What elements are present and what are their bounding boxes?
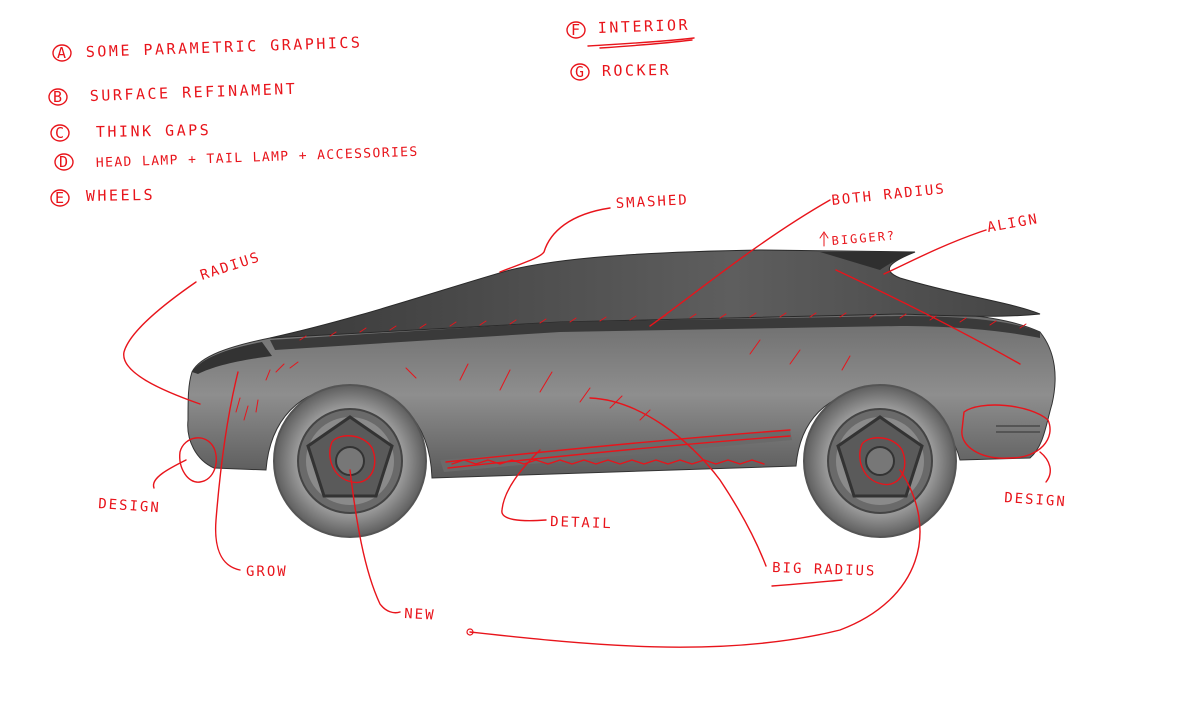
design-rear-leader	[1039, 451, 1051, 483]
label-design-front: DESIGN	[98, 496, 162, 516]
note-c-letter: C	[55, 124, 67, 142]
detail-leader	[501, 449, 547, 522]
big-radius-underline	[771, 579, 843, 587]
rear-wheel	[803, 384, 957, 538]
note-e-letter: E	[55, 189, 67, 207]
label-bigger: BIGGER?	[831, 228, 897, 248]
interior-underline	[587, 37, 695, 49]
front-hub-sketch	[329, 435, 376, 484]
note-f-text: INTERIOR	[598, 16, 691, 37]
leader-end-dot	[466, 628, 474, 636]
note-c-text: THINK GAPS	[96, 121, 212, 141]
label-design-rear: DESIGN	[1004, 490, 1068, 510]
label-new: NEW	[404, 606, 436, 624]
front-nose	[192, 342, 272, 374]
smashed-leader	[499, 207, 611, 273]
label-align: ALIGN	[986, 211, 1040, 236]
front-design-circle	[179, 437, 218, 483]
bigger-arrow	[819, 231, 829, 247]
note-c: C THINK GAPS	[50, 121, 212, 142]
front-wheel	[273, 384, 427, 538]
note-b-text: SURFACE REFINAMENT	[90, 80, 298, 105]
label-detail: DETAIL	[550, 514, 613, 532]
design-front-leader	[152, 459, 187, 489]
rear-design-circle	[961, 404, 1051, 459]
rocker-sketch	[445, 429, 791, 469]
both-radius-leader	[649, 199, 831, 327]
new-leader	[349, 469, 401, 614]
big-radius-leader	[589, 397, 767, 567]
label-radius: RADIUS	[198, 249, 262, 284]
align-line	[835, 269, 1021, 365]
label-big-radius: BIG RADIUS	[772, 560, 877, 580]
note-f: F INTERIOR	[566, 16, 695, 49]
car-greenhouse	[269, 249, 1041, 339]
note-e: E WHEELS	[50, 186, 155, 207]
note-b: B SURFACE REFINAMENT	[48, 80, 298, 106]
notes-list-right: F INTERIOR G ROCKER	[566, 16, 695, 81]
note-d: D HEAD LAMP + TAIL LAMP + ACCESSORIES	[54, 145, 419, 171]
note-d-text: HEAD LAMP + TAIL LAMP + ACCESSORIES	[96, 145, 419, 171]
align-leader	[883, 229, 987, 275]
label-smashed: SMASHED	[615, 192, 689, 212]
note-d-letter: D	[59, 153, 71, 171]
beltline-ticks	[299, 312, 1027, 341]
note-f-letter: F	[571, 21, 583, 39]
radius-leader	[123, 281, 201, 405]
grow-leader	[214, 371, 241, 571]
tail-lamp	[996, 425, 1040, 433]
label-both-radius: BOTH RADIUS	[831, 181, 947, 209]
note-g: G ROCKER	[570, 61, 671, 81]
note-a-text: SOME PARAMETRIC GRAPHICS	[86, 33, 363, 61]
fender-hatching	[235, 361, 299, 421]
note-b-letter: B	[53, 88, 65, 106]
notes-list-left: A SOME PARAMETRIC GRAPHICS B SURFACE REF…	[48, 33, 419, 207]
note-g-text: ROCKER	[602, 61, 671, 80]
roof-spoiler	[820, 252, 915, 270]
label-grow: GROW	[246, 564, 288, 580]
note-a-letter: A	[57, 44, 69, 62]
concept-car-render	[187, 249, 1056, 538]
note-g-letter: G	[575, 63, 587, 81]
note-a: A SOME PARAMETRIC GRAPHICS	[52, 33, 363, 62]
sketch-markups	[179, 312, 1051, 486]
beltline	[270, 316, 1040, 350]
rear-hub-sketch	[859, 437, 906, 486]
note-e-text: WHEELS	[86, 186, 155, 205]
rear-wheel-leader	[469, 469, 921, 648]
